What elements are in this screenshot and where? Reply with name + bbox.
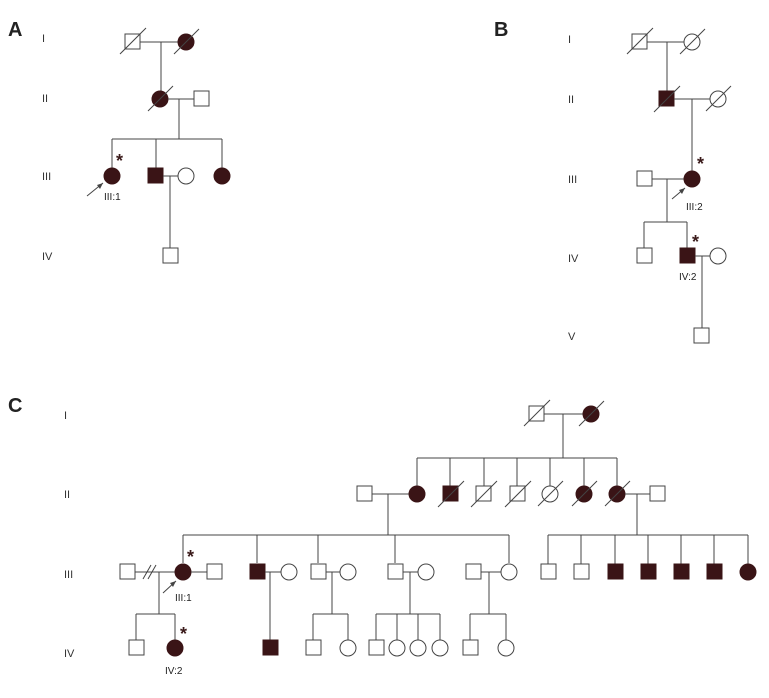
female [177,167,195,185]
female [500,563,518,581]
proband-label: III:2 [686,202,703,213]
panel-c-letter: C [8,395,22,417]
gen-label-iv: IV [42,251,53,263]
male [462,639,479,656]
deceased-slash [653,85,681,113]
proband-label: III:1 [104,192,121,203]
individual-label: IV:2 [165,666,183,677]
individual-label: IV:2 [679,272,697,283]
deceased-slash [119,27,147,55]
tested-asterisk: * [697,154,704,174]
male-affected-deceased [442,485,459,502]
female-affected [166,639,184,657]
male-affected [249,563,266,580]
male-affected [640,563,657,580]
male-affected [262,639,279,656]
deceased-slash [437,480,465,508]
male-affected [673,563,690,580]
female-affected [739,563,757,581]
deceased-slash [470,480,498,508]
male [387,563,404,580]
arrow-head-icon [679,188,685,194]
deceased-slash [537,480,564,507]
deceased-slash [571,480,598,507]
panel-a-letter: A [8,19,22,41]
female [409,639,427,657]
female [497,639,515,657]
gen-label-iii: III [64,569,73,581]
female [709,247,727,265]
male-affected-deceased [658,90,675,107]
deceased-slash [626,27,654,55]
gen-label-i: I [568,34,571,46]
male [162,247,179,264]
male-deceased [509,485,526,502]
male [206,563,223,580]
deceased-slash [705,85,732,112]
proband-female-affected [103,167,121,185]
male [128,639,145,656]
female [339,639,357,657]
deceased-slash [679,28,706,55]
tested-asterisk: * [692,232,699,252]
male [693,327,710,344]
female [431,639,449,657]
gen-label-ii: II [42,93,48,105]
gen-label-ii: II [568,94,574,106]
male [193,90,210,107]
gen-label-v: V [568,331,576,343]
male [368,639,385,656]
male [649,485,666,502]
gen-label-i: I [64,410,67,422]
gen-label-iv: IV [64,648,75,660]
proband-label: III:1 [175,593,192,604]
separation-slash [147,564,157,580]
female [388,639,406,657]
panel-a: A I II III IV * III:1 [8,19,231,264]
male [540,563,557,580]
male [305,639,322,656]
deceased-slash [523,399,551,427]
deceased-slash [504,480,532,508]
panel-b: B I II III IV V * III:2 * [494,19,732,344]
female [339,563,357,581]
male [310,563,327,580]
male-deceased [475,485,492,502]
male [119,563,136,580]
panel-b-letter: B [494,19,508,41]
arrow-head-icon [97,183,103,189]
panel-c: C I II III IV [8,395,757,677]
arrow-head-icon [170,581,176,587]
male [573,563,590,580]
male-affected [147,167,164,184]
tested-asterisk: * [116,151,123,171]
male [356,485,373,502]
proband-female-affected [683,170,701,188]
gen-label-i: I [42,33,45,45]
tested-asterisk: * [187,547,194,567]
female [417,563,435,581]
gen-label-iii: III [42,171,51,183]
separation-slash [142,564,152,580]
gen-label-iv: IV [568,253,579,265]
gen-label-ii: II [64,489,70,501]
deceased-slash [604,480,631,507]
male [465,563,482,580]
male-affected [706,563,723,580]
female-affected [213,167,231,185]
deceased-slash [173,28,200,55]
deceased-slash [578,400,605,427]
female [280,563,298,581]
deceased-slash [147,85,174,112]
male [636,247,653,264]
gen-label-iii: III [568,174,577,186]
female-affected [408,485,426,503]
male-affected [607,563,624,580]
tested-asterisk: * [180,624,187,644]
male [636,170,653,187]
